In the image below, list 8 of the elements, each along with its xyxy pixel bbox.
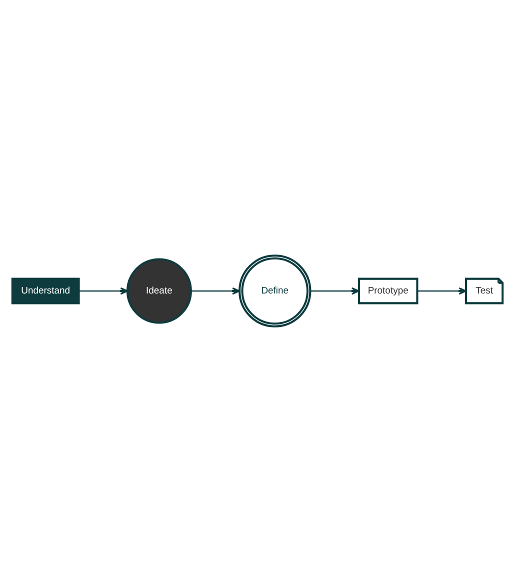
arrow — [191, 287, 240, 295]
node-circle: Define — [238, 254, 312, 328]
node-box: Prototype — [358, 278, 418, 304]
arrow — [418, 287, 467, 295]
node-circle: Ideate — [126, 258, 192, 324]
arrow — [79, 287, 128, 295]
arrow — [310, 287, 360, 295]
node-box: Understand — [11, 278, 80, 304]
